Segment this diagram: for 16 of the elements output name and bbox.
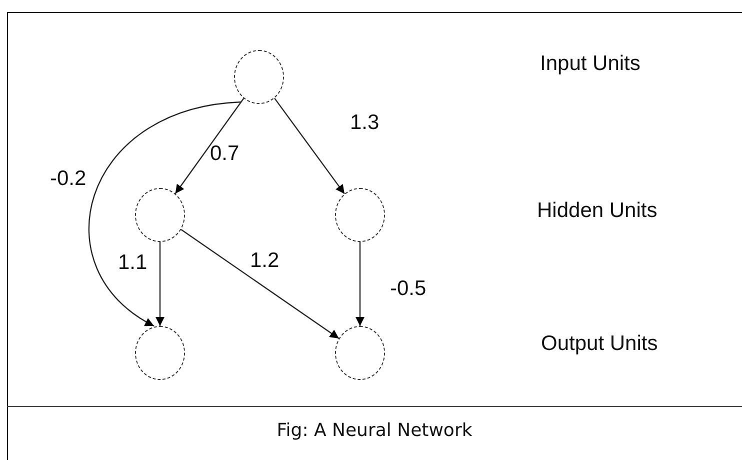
edge-label: -0.2 xyxy=(50,168,86,189)
arrow xyxy=(174,98,244,194)
layer-label: Input Units xyxy=(540,53,640,74)
arrow xyxy=(356,242,364,326)
arrow xyxy=(88,101,242,326)
edge-label: 1.2 xyxy=(250,250,280,271)
caption: Fig: A Neural Network xyxy=(276,420,474,441)
arrow xyxy=(156,242,164,326)
layer-label: Hidden Units xyxy=(537,200,658,221)
edge-label: 0.7 xyxy=(210,143,240,164)
arrow xyxy=(274,98,345,194)
layer-label: Output Units xyxy=(541,333,658,354)
edge-label: 1.1 xyxy=(118,252,148,273)
edge-label: -0.5 xyxy=(390,278,426,299)
arrow xyxy=(180,229,340,339)
edge-label: 1.3 xyxy=(350,112,380,133)
